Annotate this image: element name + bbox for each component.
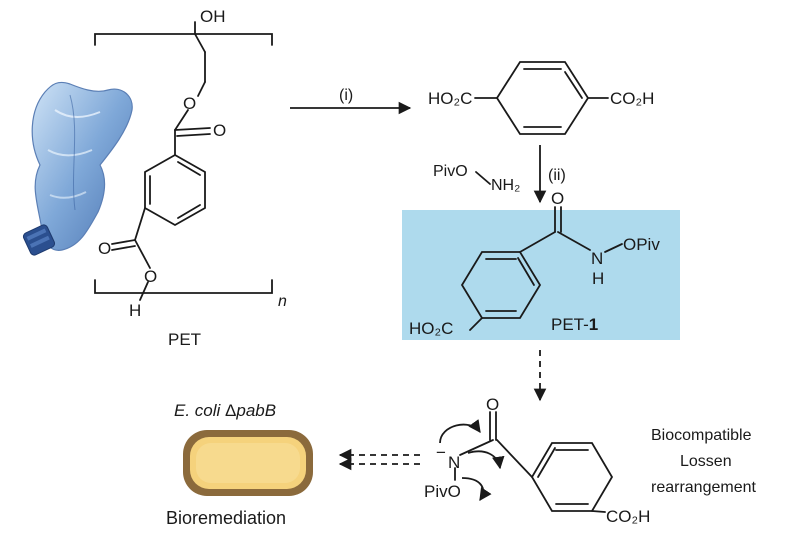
ecoli-title: E. coli ΔpabB <box>174 401 276 420</box>
plastic-bottle-icon <box>22 81 133 256</box>
lossen-intermediate-structure: O N − PivO CO₂H Biocompatible Lossen rea… <box>424 395 757 526</box>
tpa-right-group: CO₂H <box>610 89 654 108</box>
pet1-n: N <box>591 249 603 268</box>
pet-repeat-n: n <box>278 293 287 310</box>
lossen-o-top: O <box>486 395 499 414</box>
step-ii-label: (ii) <box>548 167 566 184</box>
lossen-caption-3: rearrangement <box>651 479 757 496</box>
pet-ester-o-bottom: O <box>144 267 157 286</box>
pet-oh-label: OH <box>200 7 226 26</box>
step-i-label: (i) <box>339 87 353 104</box>
lossen-cooh: CO₂H <box>606 507 650 526</box>
step-i-arrow: (i) <box>290 87 412 115</box>
step-ii-reagent-pivo: PivO <box>433 163 468 180</box>
pet-ester-o-top: O <box>183 94 196 113</box>
pet-carbonyl-o-bottom: O <box>98 239 111 258</box>
ecoli-cell-icon <box>183 430 313 496</box>
terephthalic-acid-structure: HO₂C CO₂H <box>428 61 654 135</box>
pet-structure: OH O O O O H n PET <box>94 7 287 349</box>
lossen-n: N <box>448 453 460 472</box>
step-ii-arrow: (ii) PivO NH₂ <box>433 145 566 204</box>
tpa-left-group: HO₂C <box>428 89 472 108</box>
pet1-left-group: HO₂C <box>409 319 453 338</box>
bioremediation-caption: Bioremediation <box>166 508 286 528</box>
pet-name-label: PET <box>168 330 201 349</box>
pet1-label: PET-1 <box>551 315 598 334</box>
pet1-opiv: OPiv <box>623 235 660 254</box>
lossen-caption-1: Biocompatible <box>651 427 752 444</box>
pet-h-label: H <box>129 301 141 320</box>
pet-carbonyl-o-top: O <box>213 121 226 140</box>
pet1-o-top: O <box>551 189 564 208</box>
pet1-highlight-box: O N H OPiv HO₂C PET-1 <box>402 189 680 340</box>
lossen-caption-2: Lossen <box>680 453 732 470</box>
lossen-pivo: PivO <box>424 482 461 501</box>
pet1-h: H <box>592 269 604 288</box>
step-ii-reagent-nh2: NH₂ <box>491 177 520 194</box>
lossen-minus-charge: − <box>436 443 446 462</box>
